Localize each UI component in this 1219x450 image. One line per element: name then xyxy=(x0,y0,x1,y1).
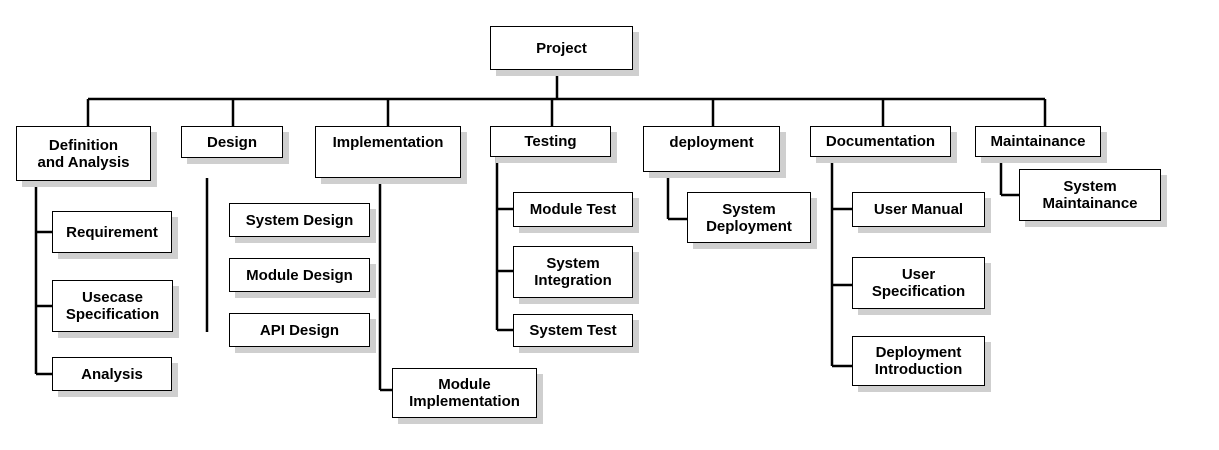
node-documentation: Documentation xyxy=(810,126,951,157)
node-system-maintainance: System Maintainance xyxy=(1019,169,1161,221)
node-module-test: Module Test xyxy=(513,192,633,227)
node-system-design: System Design xyxy=(229,203,370,237)
node-requirement: Requirement xyxy=(52,211,172,253)
node-maintainance: Maintainance xyxy=(975,126,1101,157)
node-deployment-introduction: Deployment Introduction xyxy=(852,336,985,386)
node-project: Project xyxy=(490,26,633,70)
node-usecase-specification: Usecase Specification xyxy=(52,280,173,332)
node-module-design: Module Design xyxy=(229,258,370,292)
node-user-manual: User Manual xyxy=(852,192,985,227)
node-testing: Testing xyxy=(490,126,611,157)
node-system-test: System Test xyxy=(513,314,633,347)
node-module-implementation: Module Implementation xyxy=(392,368,537,418)
node-design: Design xyxy=(181,126,283,158)
node-user-specification: User Specification xyxy=(852,257,985,309)
node-deployment: deployment xyxy=(643,126,780,172)
node-system-integration: System Integration xyxy=(513,246,633,298)
node-implementation: Implementation xyxy=(315,126,461,178)
node-api-design: API Design xyxy=(229,313,370,347)
node-system-deployment: System Deployment xyxy=(687,192,811,243)
node-analysis: Analysis xyxy=(52,357,172,391)
node-definition-and-analysis: Definition and Analysis xyxy=(16,126,151,181)
